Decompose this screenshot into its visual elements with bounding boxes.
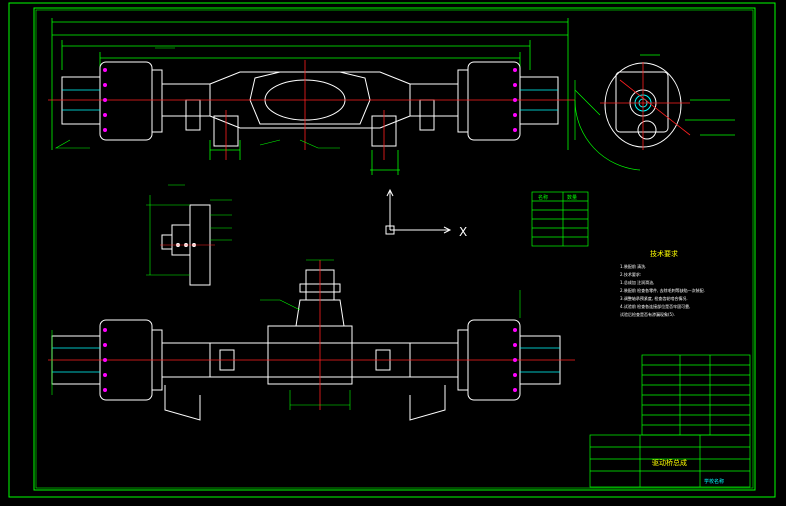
title-block	[589, 354, 751, 488]
title-drawing-name: 驱动桥总成	[652, 458, 687, 467]
tech-req-line: 3.调整轴承预紧度, 检查齿轮啮合情况.	[620, 295, 688, 301]
ucs-x-label: X	[459, 225, 467, 239]
tech-req-line: 4.试验前 检查各连接部位是否牢固可靠,	[620, 303, 690, 309]
tech-req-line: 1.装配前 清洗.	[620, 263, 646, 269]
tech-req-line: 2.装配前 检查各零件, 去除毛刺等缺陷一次装配.	[620, 287, 705, 293]
ucs-axis-icon	[385, 188, 452, 235]
parts-table-header-name: 名称	[538, 194, 548, 201]
tech-req-line: 试验后检查是否有渗漏现象(5).	[620, 311, 675, 317]
side-view	[574, 54, 735, 171]
tech-req-line: 1.总成加 注润滑油,	[620, 279, 654, 285]
detail-view	[146, 184, 232, 286]
tech-req-title: 技术要求	[650, 249, 678, 258]
title-school: 学校名称	[704, 478, 724, 485]
parts-table	[531, 191, 589, 247]
front-view	[48, 259, 575, 421]
top-dimension-lines	[51, 18, 569, 175]
top-view	[48, 18, 575, 175]
drawing-frame	[8, 2, 776, 498]
tech-req-line: 2.技术要求:	[620, 271, 641, 277]
tech-req-list: 1.装配前 清洗. 2.技术要求: 1.总成加 注润滑油, 2.装配前 检查各零…	[620, 263, 705, 317]
parts-table-header-qty: 数量	[567, 194, 577, 201]
